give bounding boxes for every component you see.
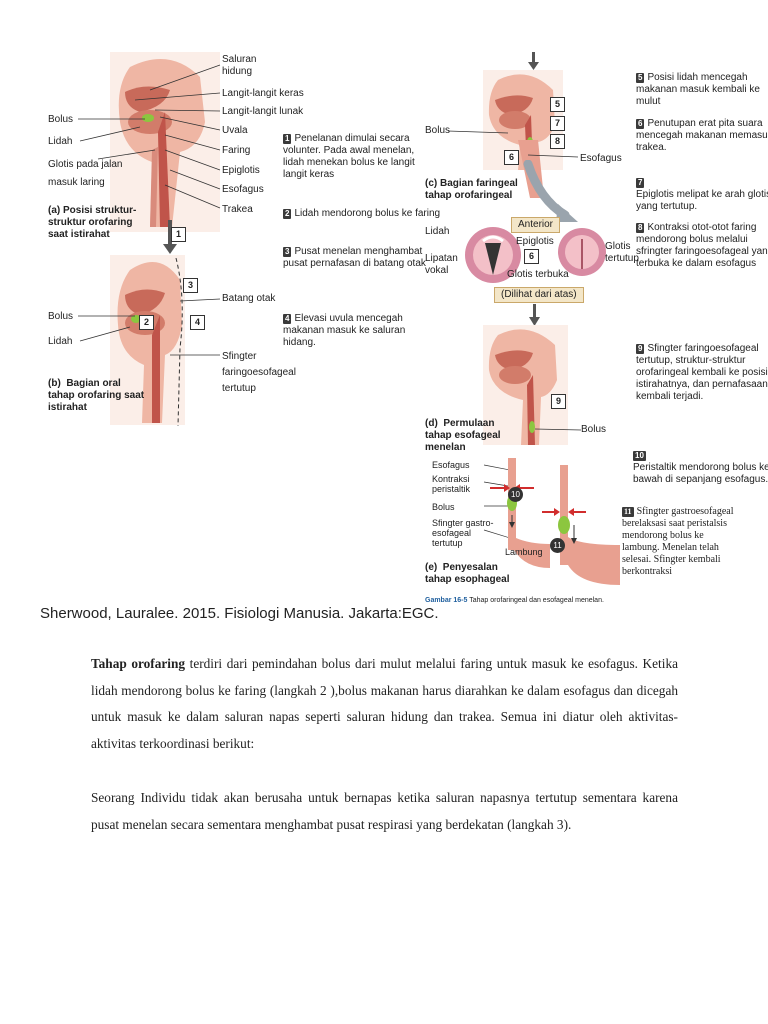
label-lambung: Lambung (505, 546, 543, 558)
step-6-body: Penutupan erat pita suara mencegah makan… (636, 118, 768, 153)
step-5-text: 5Posisi lidah mencegah makanan masuk kem… (636, 72, 760, 108)
leader-lines-c (448, 125, 583, 165)
step-2-number: 2 (283, 209, 291, 219)
paragraph-bold-term: Tahap orofaring (91, 656, 185, 671)
step-badge-9: 9 (551, 394, 566, 409)
figure-caption: Gambar 16-5 Tahap orofaringeal dan esofa… (425, 596, 604, 605)
step-2-body: Lidah mendorong bolus ke faring (294, 208, 440, 219)
step-9-body: Sfingter faringoesofageal tertutup, stru… (636, 343, 768, 402)
step-11-body: Sfingter gastroesofageal berelaksasi saa… (622, 506, 733, 577)
step-6-number: 6 (636, 119, 644, 129)
step-5-number: 5 (636, 73, 644, 83)
arrow-curve-to-detail (520, 160, 580, 225)
paragraph-tahap-orofaring: Tahap orofaring terdiri dari pemindahan … (91, 651, 678, 757)
label-saluran-hidung: Saluran hidung (222, 54, 256, 78)
step-10-text: 10Peristaltik mendorong bolus ke bawah d… (633, 450, 768, 486)
label-langit-lunak: Langit-langit lunak (222, 106, 303, 118)
label-faring: Faring (222, 145, 250, 157)
citation: Sherwood, Lauralee. 2015. Fisiologi Manu… (40, 605, 439, 622)
step-10-body: Peristaltik mendorong bolus ke bawah di … (633, 462, 768, 485)
label-glotis-terbuka: Glotis terbuka (507, 269, 569, 281)
label-esofagus-c: Esofagus (580, 153, 622, 165)
step-7-body: Epiglotis melipat ke arah glotis yang te… (636, 189, 768, 212)
step-badge-10: 10 (508, 487, 523, 502)
step-1-number: 1 (283, 134, 291, 144)
label-esofagus: Esofagus (222, 184, 264, 196)
caption-panel-e: (e) Penyesalan tahap esophageal (425, 562, 509, 586)
label-bolus-d: Bolus (581, 424, 606, 436)
caption-panel-a: (a) Posisi struktur- struktur orofaring … (48, 205, 136, 241)
tag-dilihat-dari-atas: (Dilihat dari atas) (494, 287, 584, 303)
leader-line-d (535, 425, 583, 435)
step-3-body: Pusat menelan menghambat pusat pernafasa… (283, 246, 426, 269)
step-badge-5: 5 (550, 97, 565, 112)
label-bolus-e: Bolus (432, 501, 455, 513)
step-8-body: Kontraksi otot-otot faring mendorong bol… (636, 222, 768, 269)
esophagus-diagram-2 (540, 465, 620, 585)
step-7-text: 7Epiglotis melipat ke arah glotis yang t… (636, 177, 768, 213)
paragraph-individu: Seorang Individu tidak akan berusaha unt… (91, 785, 678, 838)
leader-lines-b (70, 295, 225, 365)
label-epiglotis: Epiglotis (222, 165, 260, 177)
caption-panel-c: (c) Bagian faringeal tahap orofaringeal (425, 178, 518, 202)
label-lidah-a: Lidah (48, 136, 72, 148)
label-sfingter-b: Sfingter faringoesofageal tertutup (222, 349, 296, 397)
caption-panel-b: (b) Bagian oral tahap orofaring saat ist… (48, 378, 144, 414)
step-badge-11: 11 (550, 538, 565, 553)
label-batang-otak: Batang otak (222, 293, 275, 305)
label-uvala: Uvala (222, 125, 248, 137)
step-11-number: 11 (622, 507, 634, 517)
step-5-body: Posisi lidah mencegah makanan masuk kemb… (636, 72, 760, 107)
leader-lines-a (70, 55, 225, 215)
step-4-number: 4 (283, 314, 291, 324)
figure-caption-text: Tahap orofaringeal dan esofageal menelan… (469, 597, 604, 604)
step-3-number: 3 (283, 247, 291, 257)
step-badge-6-detail: 6 (524, 249, 539, 264)
step-4-body: Elevasi uvula mencegah makanan masuk ke … (283, 313, 405, 348)
step-9-number: 9 (636, 344, 644, 354)
caption-panel-d: (d) Permulaan tahap esofageal menelan (425, 418, 501, 454)
label-lidah-detail: Lidah (425, 226, 449, 238)
step-badge-3-b: 3 (183, 278, 198, 293)
step-8-number: 8 (636, 223, 644, 233)
arrow-down-top (528, 52, 540, 70)
label-langit-keras: Langit-langit keras (222, 88, 304, 100)
label-lipatan-vokal: Lipatan vokal (425, 253, 458, 277)
step-badge-1-a: 1 (171, 227, 186, 242)
arrow-down-d (529, 304, 541, 326)
label-glotis-tertutup: Glotis tertutup (605, 241, 639, 265)
label-lidah-b: Lidah (48, 336, 72, 348)
label-trakea: Trakea (222, 204, 253, 216)
figure-caption-label: Gambar 16-5 (425, 597, 467, 604)
label-kontraksi-e: Kontraksi peristaltik (432, 474, 470, 494)
label-esofagus-e: Esofagus (432, 459, 470, 471)
label-bolus-c: Bolus (425, 125, 450, 137)
step-7-number: 7 (636, 178, 644, 188)
step-1-body: Penelanan dimulai secara volunter. Pada … (283, 133, 415, 180)
label-epiglotis-detail: Epiglotis (516, 236, 554, 248)
step-10-number: 10 (633, 451, 646, 461)
